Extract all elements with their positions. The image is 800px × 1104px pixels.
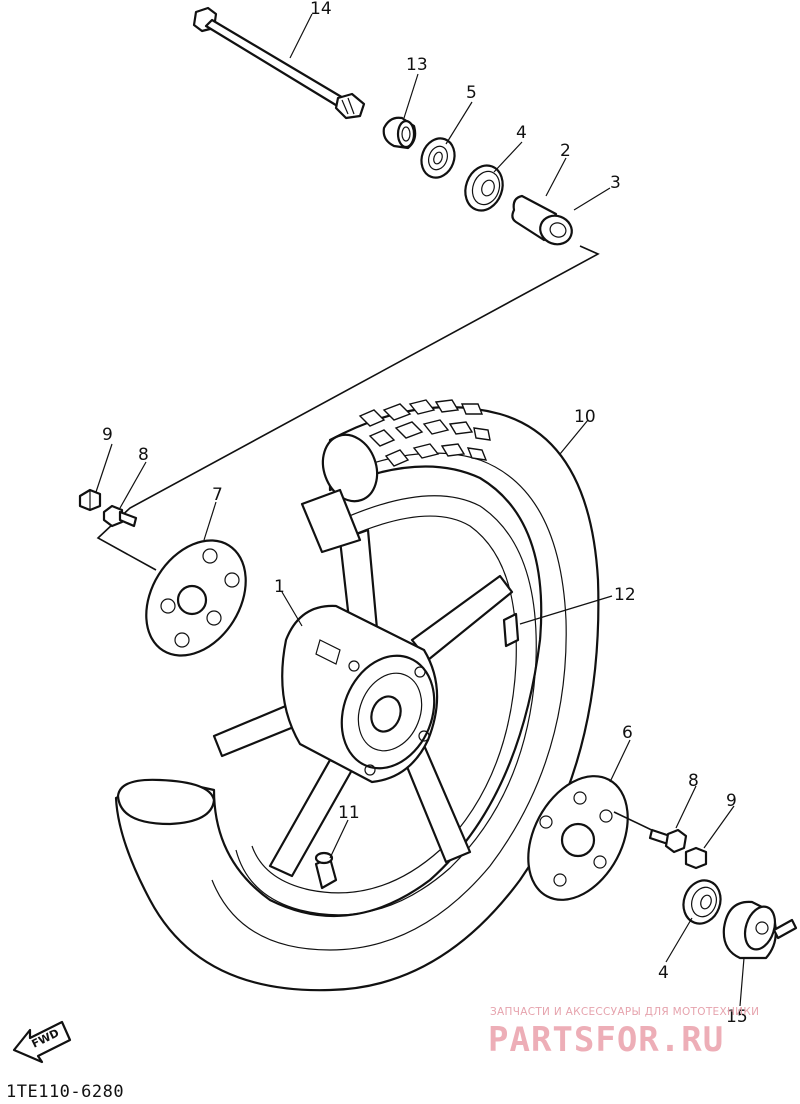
oil-seal <box>420 137 456 179</box>
spoke-right <box>410 574 514 662</box>
callout-4-bottom: 4 <box>658 963 669 983</box>
callout-5: 5 <box>466 83 477 103</box>
callout-10: 10 <box>574 407 596 427</box>
tire <box>114 399 600 992</box>
callout-9-right: 9 <box>726 791 737 811</box>
callout-4-top: 4 <box>516 123 527 143</box>
callout-6: 6 <box>622 723 633 743</box>
speedometer-gear <box>722 900 798 960</box>
fwd-arrow-icon: FWD <box>12 1020 72 1064</box>
disc-plate-right <box>527 775 629 901</box>
nut-right <box>684 846 708 870</box>
diagram-code: 1TE110-6280 <box>6 1082 125 1102</box>
leader-lines <box>95 13 745 1007</box>
bolt-right <box>648 828 688 854</box>
callout-8-right: 8 <box>688 771 699 791</box>
callout-11: 11 <box>338 803 360 823</box>
bolt-left <box>102 504 138 528</box>
callout-3: 3 <box>610 173 621 193</box>
callout-14: 14 <box>310 0 332 19</box>
tire-tread <box>358 399 491 467</box>
callout-9-left: 9 <box>102 425 113 445</box>
collar <box>382 116 417 150</box>
bearing-bottom <box>682 879 722 925</box>
hub <box>281 604 439 784</box>
callout-13: 13 <box>406 55 428 75</box>
callout-2: 2 <box>560 141 571 161</box>
disc-plate-left <box>145 539 247 657</box>
spacer <box>511 194 573 246</box>
tire-valve <box>314 851 338 890</box>
bearing-top <box>464 164 504 212</box>
callout-7: 7 <box>212 485 223 505</box>
watermark-logo: PARTSFOR.RU <box>488 1020 725 1060</box>
assembly-line-axle <box>96 245 600 571</box>
callout-12: 12 <box>614 585 636 605</box>
watermark-tagline: ЗАПЧАСТИ И АКСЕССУАРЫ ДЛЯ МОТОТЕХНИКИ <box>490 1006 760 1018</box>
callout-8-left: 8 <box>138 445 149 465</box>
callout-1: 1 <box>274 577 285 597</box>
callout-15: 15 <box>726 1007 748 1027</box>
axle <box>192 6 366 120</box>
balance-weight <box>502 612 520 648</box>
nut-left <box>78 488 102 512</box>
